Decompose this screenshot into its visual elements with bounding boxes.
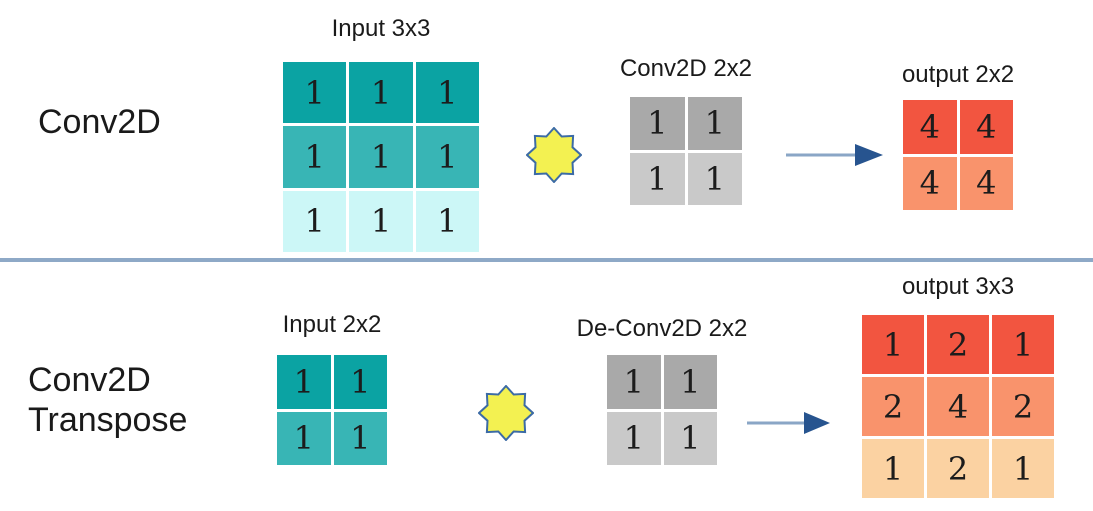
grid-cell: 1 [349, 126, 413, 188]
grid-cell: 1 [283, 62, 347, 124]
grid-cell: 2 [927, 315, 989, 374]
grid-cell: 1 [607, 355, 661, 409]
convolution-star-icon [526, 127, 582, 183]
grid-cell: 1 [283, 126, 347, 188]
grid-cell: 2 [992, 377, 1054, 436]
star-shape [526, 127, 582, 183]
grid-cell: 1 [862, 315, 924, 374]
grid-cell: 1 [333, 411, 387, 465]
row-label-conv2d: Conv2D [38, 103, 161, 141]
input-3x3-title: Input 3x3 [331, 15, 431, 42]
grid-cell: 1 [630, 97, 685, 150]
grid-cell: 4 [959, 100, 1013, 154]
grid-cell: 1 [333, 355, 387, 409]
right-arrow-icon [747, 412, 830, 434]
convolution-star-icon [478, 385, 534, 441]
arrow-head [804, 412, 830, 434]
grid-cell: 1 [415, 62, 479, 124]
grid-cell: 1 [862, 439, 924, 498]
grid-cell: 1 [349, 62, 413, 124]
grid-cell: 1 [687, 152, 742, 205]
grid-cell: 1 [630, 152, 685, 205]
grid-cell: 1 [663, 355, 717, 409]
grid-cell: 1 [349, 190, 413, 252]
grid-cell: 1 [277, 355, 331, 409]
output-2x2-title: output 2x2 [901, 61, 1015, 88]
grid-cell: 1 [992, 439, 1054, 498]
grid-cell: 1 [607, 411, 661, 465]
deconv2d-kernel-title: De-Conv2D 2x2 [576, 315, 748, 342]
right-arrow-icon [786, 144, 883, 166]
output-3x3-title: output 3x3 [901, 273, 1015, 300]
conv2d-kernel-title: Conv2D 2x2 [619, 55, 753, 82]
row-label-conv2d-transpose: Conv2D Transpose [28, 361, 188, 440]
grid-cell: 1 [992, 315, 1054, 374]
grid-cell: 4 [927, 377, 989, 436]
grid-cell: 1 [415, 190, 479, 252]
section-divider [0, 258, 1093, 262]
grid-cell: 1 [283, 190, 347, 252]
grid-cell: 1 [415, 126, 479, 188]
grid-cell: 1 [277, 411, 331, 465]
grid-cell: 2 [862, 377, 924, 436]
star-shape [478, 385, 534, 441]
grid-cell: 4 [959, 156, 1013, 210]
grid-cell: 4 [903, 100, 957, 154]
arrow-head [855, 144, 883, 166]
input-2x2-title: Input 2x2 [282, 311, 382, 338]
grid-cell: 1 [663, 411, 717, 465]
grid-cell: 4 [903, 156, 957, 210]
grid-cell: 2 [927, 439, 989, 498]
grid-cell: 1 [687, 97, 742, 150]
